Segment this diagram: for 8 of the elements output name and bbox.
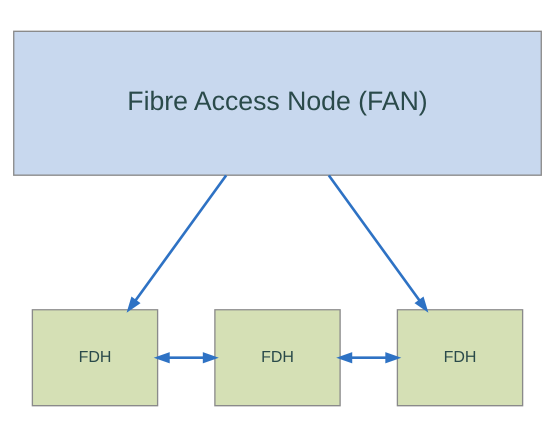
node-box: Fibre Access Node (FAN): [13, 30, 542, 176]
arrow: [336, 352, 402, 363]
node-box: FDH: [396, 308, 524, 406]
node-box: FDH: [32, 308, 158, 406]
arrow: [126, 174, 228, 312]
node-box: FDH: [214, 308, 341, 406]
arrow: [154, 352, 219, 363]
arrow: [328, 174, 428, 312]
